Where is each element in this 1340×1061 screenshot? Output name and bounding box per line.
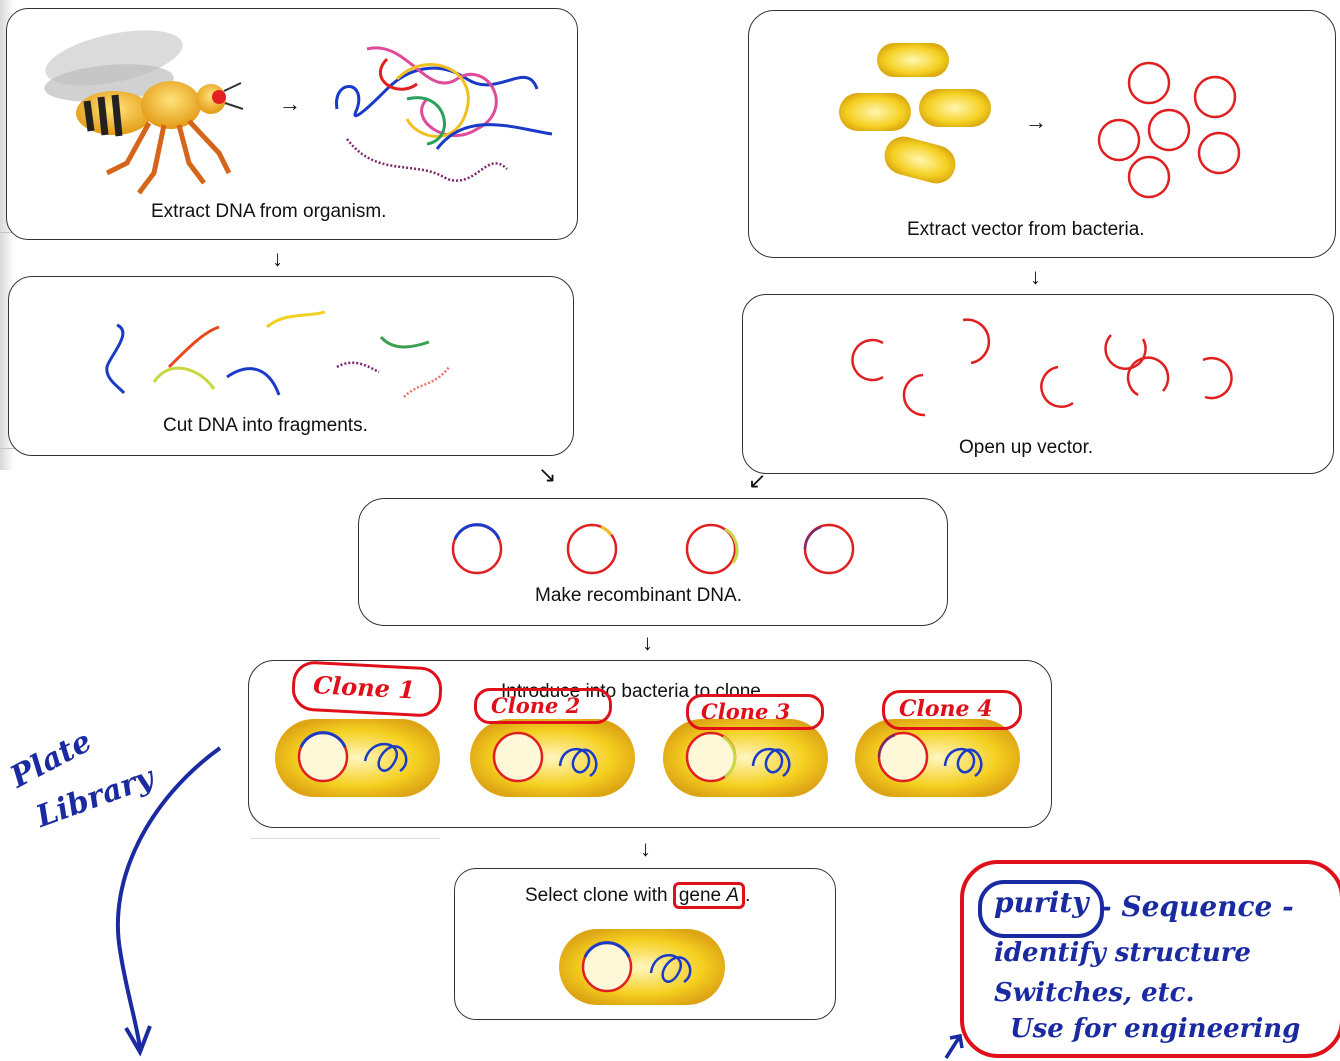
clone-label-1: Clone 1 [290,660,444,718]
caption-cut-dna: Cut DNA into fragments. [163,415,368,436]
panel-open-vector: Open up vector. [742,294,1334,474]
caption-extract-dna: Extract DNA from organism. [151,201,387,222]
caption-open-vector: Open up vector. [959,437,1094,458]
clone-label-4: Clone 4 [882,690,1022,730]
dna-fragments [105,310,450,398]
plasmid-circles [1097,61,1241,199]
opened-plasmids [851,318,1233,417]
clone-bacterium [855,719,1020,797]
caption-select: Select clone with gene A. [525,882,750,909]
faint-line [0,232,20,233]
panel-extract-dna: → Extract DNA from organism. [6,8,578,240]
bacteria-clones [275,719,1020,797]
purity-circle [978,880,1104,938]
panel-recombinant: Make recombinant DNA. [358,498,948,626]
panel-extract-vector: → Extract vector from bacteria. [748,10,1336,258]
dna-tangle [335,46,553,182]
clone-bacterium [470,719,635,797]
notes-box [960,860,1340,1058]
clone-label-2: Clone 2 [474,688,612,724]
blue-small-arrow [944,1033,964,1059]
clone-label-3: Clone 3 [686,694,824,730]
arrow-diagonal: ↙ [748,468,767,493]
arrow-right: → [1025,109,1047,134]
panel-select: Select clone with gene A. [454,868,836,1020]
blue-curved-arrow [115,746,222,1057]
faint-line [0,448,20,449]
fly-illustration [44,30,244,195]
note-sequence: - Sequence - [1100,890,1294,923]
arrow-down: ↓ [272,246,283,271]
bacteria-illustration [839,43,991,184]
arrow-down: ↓ [1030,264,1041,289]
caption-extract-vector: Extract vector from bacteria. [907,219,1145,240]
selected-clone-bacterium [559,929,725,1005]
clone-bacterium [663,719,828,797]
faint-line [250,838,440,839]
caption-recombinant: Make recombinant DNA. [535,585,742,606]
note-switches: Switches, etc. [994,978,1195,1008]
recombinant-plasmids [451,523,855,575]
panel-cut-dna: Cut DNA into fragments. [8,276,574,456]
note-identify: identify structure [994,938,1251,968]
clone-bacterium [275,719,440,797]
note-purity: purity [994,886,1089,919]
arrow-diagonal: ↘ [538,462,557,487]
arrow-down: ↓ [642,630,653,655]
note-engineering: Use for engineering [1010,1014,1301,1044]
gene-a-highlight: gene A [672,882,746,909]
arrow-right: → [279,91,301,116]
arrow-down: ↓ [640,836,651,861]
